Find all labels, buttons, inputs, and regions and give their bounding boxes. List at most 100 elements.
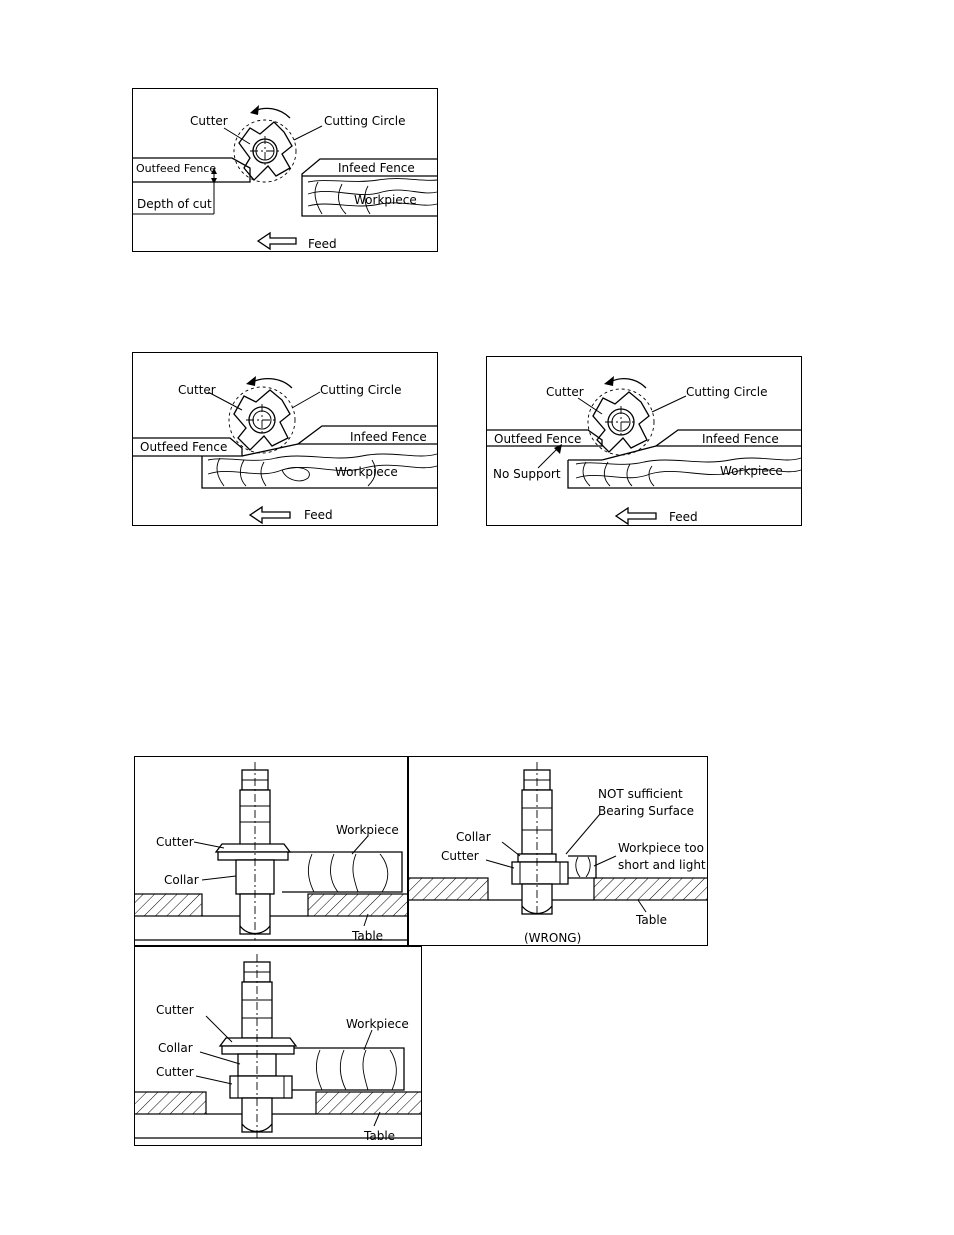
table-right: [593, 877, 708, 901]
cutting-circle-leader: [293, 125, 323, 141]
table-leader: [637, 899, 647, 913]
label-cutter: Cutter: [156, 835, 194, 849]
infeed-fence: [654, 429, 801, 447]
label-bearing-surface: Bearing Surface: [598, 804, 694, 818]
workpiece-grain: [575, 457, 802, 487]
workpiece-grain: [307, 853, 389, 893]
label-workpiece: Workpiece: [354, 193, 417, 207]
figure-frame: [134, 946, 422, 1146]
label-workpiece: Workpiece: [346, 1017, 409, 1031]
label-outfeed-fence: Outfeed Fence: [140, 440, 227, 454]
figure-depth-of-cut: Cutter Cutting Circle Outfeed Fence Infe…: [132, 88, 438, 252]
label-infeed-fence: Infeed Fence: [702, 432, 779, 446]
label-outfeed-fence: Outfeed Fence: [494, 432, 581, 446]
rotation-arrow: [253, 107, 291, 119]
no-support-leader: [537, 447, 559, 469]
cutter-leader: [577, 397, 603, 415]
label-cutting-circle: Cutting Circle: [320, 383, 401, 397]
cutting-circle: [228, 386, 296, 454]
cutter-leader: [193, 841, 225, 849]
figure-frame: [134, 756, 408, 946]
label-cutter: Cutter: [546, 385, 584, 399]
label-cutter-top: Cutter: [156, 1003, 194, 1017]
cutter-top-leader: [205, 1015, 233, 1043]
table-leader: [363, 913, 369, 927]
workpiece-leader: [351, 835, 369, 855]
label-collar: Collar: [158, 1041, 193, 1055]
cutter-body: [233, 389, 291, 451]
diagram-two-cutters-with-collar: Cutter Workpiece Collar Cutter Table: [134, 946, 422, 1146]
workpiece-outline: [567, 460, 801, 489]
cutter-bottom-leader: [195, 1075, 233, 1085]
figure-frame: [486, 356, 802, 526]
label-feed: Feed: [308, 237, 337, 251]
figure-wrong-setup: NOT sufficient Bearing Surface Collar Cu…: [408, 756, 708, 946]
label-feed: Feed: [304, 508, 333, 522]
diagram-no-support: Cutter Cutting Circle Outfeed Fence Infe…: [486, 356, 802, 526]
cutter-top-lip: [221, 1045, 295, 1055]
table-left: [408, 877, 489, 901]
label-table: Table: [351, 929, 383, 943]
label-short-and-light: short and light: [618, 858, 706, 872]
workpiece-outline: [290, 1047, 405, 1091]
collar-leader: [199, 1051, 241, 1065]
feed-arrow: [256, 231, 297, 251]
workpiece-grain: [575, 856, 591, 878]
label-no-support: No Support: [493, 467, 561, 481]
outfeed-fence: [132, 157, 251, 183]
diagram-depth-of-cut: Cutter Cutting Circle Outfeed Fence Infe…: [132, 88, 438, 252]
label-cutting-circle: Cutting Circle: [686, 385, 767, 399]
label-collar: Collar: [164, 873, 199, 887]
cutting-circle: [587, 388, 655, 456]
workpiece-outline: [282, 851, 403, 893]
label-workpiece: Workpiece: [720, 464, 783, 478]
label-workpiece: Workpiece: [336, 823, 399, 837]
label-cutter: Cutter: [441, 849, 479, 863]
label-cutter-bottom: Cutter: [156, 1065, 194, 1079]
cutter-leader: [485, 859, 515, 869]
label-cutter: Cutter: [178, 383, 216, 397]
no-support-arrowhead: [554, 444, 562, 454]
label-collar: Collar: [456, 830, 491, 844]
workpiece-cut-edge: [601, 445, 657, 461]
cutter-body: [238, 121, 293, 181]
label-infeed-fence: Infeed Fence: [350, 430, 427, 444]
cutter-leader: [223, 127, 251, 145]
workpiece-grain: [315, 1049, 397, 1091]
workpiece-grain: [307, 178, 438, 215]
label-not-sufficient: NOT sufficient: [598, 787, 683, 801]
figure-frame: [132, 352, 438, 526]
cutter-bottom: [229, 1075, 293, 1099]
workpiece-outline: [568, 855, 597, 879]
label-infeed-fence: Infeed Fence: [338, 161, 415, 175]
label-cutter: Cutter: [190, 114, 228, 128]
cutter: [214, 843, 292, 853]
label-workpiece: Workpiece: [335, 465, 398, 479]
label-table: Table: [363, 1129, 395, 1143]
depth-of-cut-marker: [132, 168, 217, 215]
figure-frame: [132, 88, 438, 252]
figure-correct-fence-alignment: Cutter Cutting Circle Outfeed Fence Infe…: [132, 352, 438, 526]
table-right: [315, 1091, 422, 1115]
cutter-top: [218, 1037, 298, 1047]
figure-frame: [408, 756, 708, 946]
diagram-wrong-setup: NOT sufficient Bearing Surface Collar Cu…: [408, 756, 708, 946]
label-outfeed-fence: Outfeed Fence: [136, 162, 216, 175]
figure-two-cutters-with-collar: Cutter Workpiece Collar Cutter Table: [134, 946, 422, 1146]
bearing-surface-leader: [565, 813, 601, 855]
figure-no-support: Cutter Cutting Circle Outfeed Fence Infe…: [486, 356, 802, 526]
feed-arrow: [614, 506, 657, 526]
cutter-lip: [217, 851, 289, 861]
table-right: [307, 893, 408, 917]
table-left: [134, 1091, 207, 1115]
figure-collar-below-cutter: Cutter Workpiece Collar Table: [134, 756, 408, 946]
workpiece-cut-edge: [241, 443, 299, 457]
label-workpiece-too: Workpiece too: [618, 841, 704, 855]
feed-arrow: [248, 505, 291, 525]
label-feed: Feed: [669, 510, 698, 524]
workpiece-grain: [207, 453, 438, 487]
cutting-circle: [233, 119, 297, 183]
workpiece-leader: [593, 855, 617, 867]
label-wrong: (WRONG): [524, 931, 581, 945]
table-left: [134, 893, 203, 917]
